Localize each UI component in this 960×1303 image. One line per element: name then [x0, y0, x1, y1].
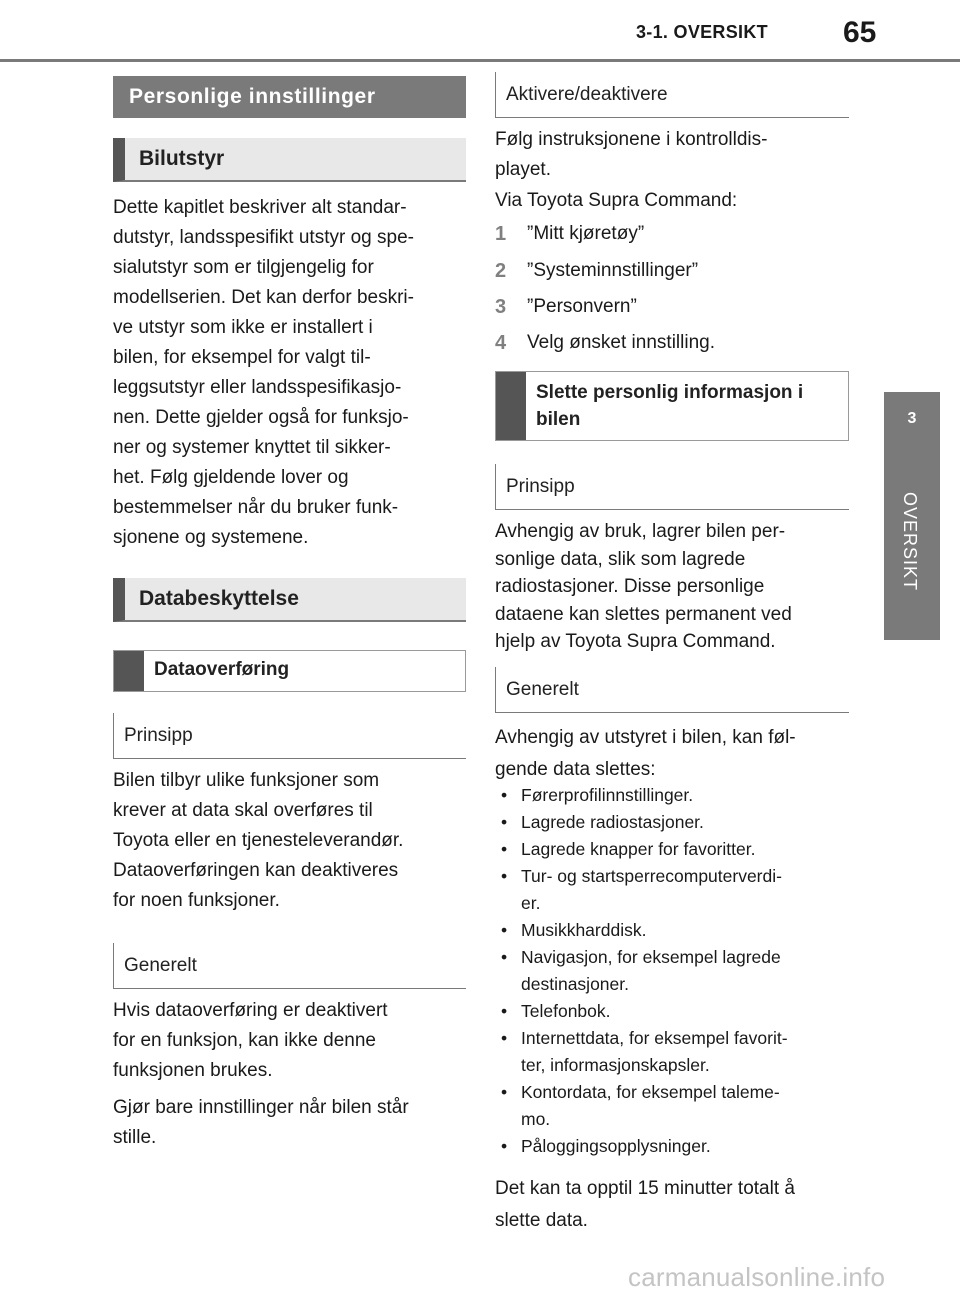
text-line: bestemmelser når du bruker funk-	[113, 497, 399, 518]
paragraph-generelt-right: Avhengig av utstyret i bilen, kan føl- g…	[495, 722, 849, 786]
paragraph-via: Via Toyota Supra Command:	[495, 190, 738, 211]
text-line: Avhengig av utstyret i bilen, kan føl-	[495, 727, 796, 748]
list-item: Navigasjon, for eksempel lagrededestinas…	[495, 944, 849, 998]
text-line: Dette kapitlet beskriver alt standar-	[113, 197, 407, 218]
list-item: Internettdata, for eksempel favorit-ter,…	[495, 1025, 849, 1079]
page-number: 65	[843, 16, 877, 49]
paragraph-prinsipp-left: Bilen tilbyr ulike funksjoner som krever…	[113, 766, 466, 916]
text-line: modellserien. Det kan derfor beskri-	[113, 287, 414, 308]
list-item: Påloggingsopplysninger.	[495, 1133, 849, 1160]
text-line: stille.	[113, 1127, 157, 1148]
list-item: Kontordata, for eksempel taleme-mo.	[495, 1079, 849, 1133]
text-line: krever at data skal overføres til	[113, 800, 373, 821]
text-line: hjelp av Toyota Supra Command.	[495, 631, 776, 652]
heading-text: Slette personlig informasjon i bilen	[536, 382, 804, 430]
heading-aktivere: Aktivere/deaktivere	[495, 72, 849, 118]
heading-prinsipp-right: Prinsipp	[495, 464, 849, 510]
text-line: ve utstyr som ikke er installert i	[113, 317, 373, 338]
deletable-data-list: Førerprofilinnstillinger. Lagrede radios…	[495, 782, 849, 1160]
step-4: 4 Velg ønsket innstilling.	[495, 332, 715, 355]
paragraph-det: Det kan ta opptil 15 minutter totalt å s…	[495, 1173, 849, 1237]
watermark: carmanualsonline.info	[628, 1262, 886, 1292]
heading-marker	[496, 372, 526, 440]
text-line: radiostasjoner. Disse personlige	[495, 576, 765, 597]
text-line: bilen, for eksempel for valgt til-	[113, 347, 371, 368]
heading-bilutstyr: Bilutstyr	[113, 138, 466, 182]
text-line: dataene kan slettes permanent ved	[495, 603, 792, 625]
text-line: Det kan ta opptil 15 minutter totalt å	[495, 1178, 795, 1199]
text-line: sialutstyr som er tilgjengelig for	[113, 257, 374, 278]
text-line: Følg instruksjonene i kontrolldis-	[495, 129, 768, 150]
text-line: dutstyr, landsspesifikt utstyr og spe-	[113, 227, 414, 248]
step-text: ”Personvern”	[527, 296, 637, 317]
text-line: Gjør bare innstillinger når bilen står	[113, 1097, 409, 1118]
heading-databeskyttelse: Databeskyttelse	[113, 578, 466, 622]
list-item: Telefonbok.	[495, 998, 849, 1025]
text-line: ner og systemer knyttet til sikker-	[113, 437, 391, 458]
paragraph-intro: Dette kapitlet beskriver alt standar- du…	[113, 193, 466, 553]
text-line: slette data.	[495, 1210, 588, 1231]
heading-prinsipp-left: Prinsipp	[113, 713, 466, 759]
heading-generelt-left: Generelt	[113, 943, 466, 989]
step-number: 4	[495, 332, 507, 354]
heading-generelt-right: Generelt	[495, 667, 849, 713]
chapter-tab: 3 OVERSIKT	[884, 392, 940, 640]
text-line: playet.	[495, 159, 551, 180]
paragraph-folg: Følg instruksjonene i kontrolldis- playe…	[495, 125, 849, 185]
text-line: for noen funksjoner.	[113, 890, 280, 911]
header-rule	[0, 59, 960, 62]
paragraph-prinsipp-right: Avhengig av bruk, lagrer bilen per- sonl…	[495, 518, 849, 656]
text-line: sjonene og systemene.	[113, 527, 309, 548]
step-number: 3	[495, 296, 507, 318]
step-2: 2 ”Systeminnstillinger”	[495, 260, 698, 283]
text-line: het. Følg gjeldende lover og	[113, 467, 349, 488]
heading-text: Dataoverføring	[154, 659, 290, 680]
step-number: 1	[495, 223, 507, 245]
text-line: Avhengig av bruk, lagrer bilen per-	[495, 521, 786, 542]
chapter-label: OVERSIKT	[900, 492, 920, 592]
heading-marker	[114, 651, 144, 691]
step-1: 1 ”Mitt kjøretøy”	[495, 223, 644, 246]
step-text: ”Systeminnstillinger”	[527, 260, 699, 281]
section-title: 3-1. OVERSIKT	[636, 22, 768, 42]
text-line: for en funksjon, kan ikke denne	[113, 1030, 377, 1051]
list-item: Lagrede radiostasjoner.	[495, 809, 849, 836]
paragraph-gjor: Gjør bare innstillinger når bilen står s…	[113, 1093, 466, 1153]
heading-dataoverforing: Dataoverføring	[113, 650, 466, 692]
text-line: Hvis dataoverføring er deaktivert	[113, 1000, 388, 1021]
paragraph-generelt-left: Hvis dataoverføring er deaktivert for en…	[113, 996, 466, 1086]
text-line: nen. Dette gjelder også for funksjo-	[113, 407, 409, 428]
text-line: leggsutstyr eller landsspesifikasjo-	[113, 377, 402, 398]
step-text: ”Mitt kjøretøy”	[527, 223, 645, 244]
list-item: Lagrede knapper for favoritter.	[495, 836, 849, 863]
text-line: sonlige data, slik som lagrede	[495, 548, 746, 570]
heading-personlige-innstillinger: Personlige innstillinger	[113, 76, 466, 118]
chapter-number: 3	[907, 410, 917, 427]
heading-slette: Slette personlig informasjon i bilen	[495, 371, 849, 441]
step-3: 3 ”Personvern”	[495, 296, 637, 319]
list-item: Førerprofilinnstillinger.	[495, 782, 849, 809]
text-line: Toyota eller en tjenesteleverandør.	[113, 830, 404, 851]
text-line: Bilen tilbyr ulike funksjoner som	[113, 770, 380, 791]
step-number: 2	[495, 260, 507, 282]
text-line: Dataoverføringen kan deaktiveres	[113, 860, 399, 881]
step-text: Velg ønsket innstilling.	[527, 332, 715, 353]
text-line: funksjonen brukes.	[113, 1060, 273, 1081]
list-item: Tur- og startsperrecomputerverdi-er.	[495, 863, 849, 917]
text-line: gende data slettes:	[495, 759, 656, 780]
list-item: Musikkharddisk.	[495, 917, 849, 944]
